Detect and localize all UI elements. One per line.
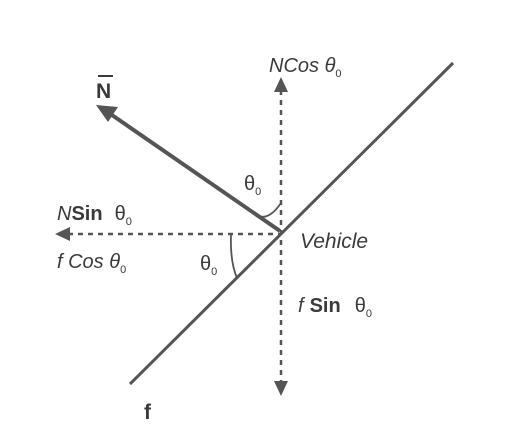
n-cos-text: NCos θ xyxy=(269,55,336,77)
n-vector-label: N xyxy=(96,80,111,103)
n-sin-n: N xyxy=(57,203,72,225)
vehicle-label: Vehicle xyxy=(300,230,368,253)
left-angle-arc xyxy=(229,233,238,279)
f-cos-label: f Cos θ0 xyxy=(57,251,126,276)
n-cos-subscript: 0 xyxy=(335,68,341,80)
f-sin-subscript: 0 xyxy=(366,308,372,320)
theta-left-text: θ xyxy=(200,253,211,275)
f-sin-theta: θ xyxy=(355,295,366,317)
f-cos-text: f Cos θ xyxy=(57,251,120,273)
n-sin-subscript: 0 xyxy=(126,216,132,228)
theta-upper-label: θ0 xyxy=(244,173,261,198)
theta-left-subscript: 0 xyxy=(211,266,217,278)
theta-upper-text: θ xyxy=(244,173,255,195)
theta-left-label: θ0 xyxy=(200,253,217,278)
n-cos-label: NCos θ0 xyxy=(269,55,342,80)
friction-vector-label: f xyxy=(144,401,152,423)
f-cos-subscript: 0 xyxy=(120,264,126,276)
normal-force-arrowhead xyxy=(96,105,118,122)
n-sin-word: Sin xyxy=(71,203,102,225)
f-sin-f: f xyxy=(298,295,306,317)
down-arrowhead xyxy=(274,381,288,396)
normal-force-arrow xyxy=(107,111,282,233)
upper-angle-arc xyxy=(251,202,282,218)
inclined-surface-line xyxy=(128,61,455,386)
n-sin-theta: θ xyxy=(115,203,126,225)
f-sin-word: Sin xyxy=(310,295,341,317)
up-arrowhead xyxy=(274,77,288,92)
left-arrowhead xyxy=(55,227,70,241)
theta-upper-subscript: 0 xyxy=(255,186,261,198)
